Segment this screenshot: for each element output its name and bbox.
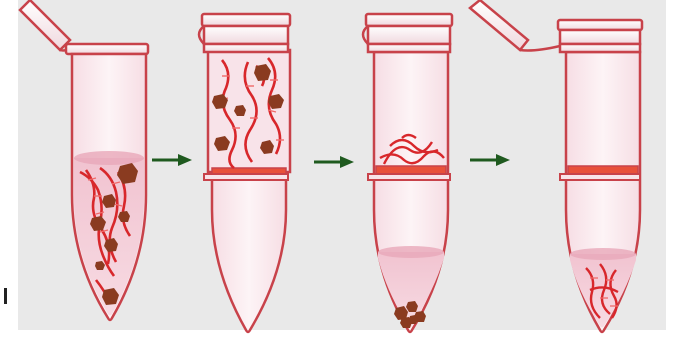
- column-cap-band: [368, 26, 450, 44]
- membrane: [376, 166, 446, 174]
- tube-rim: [66, 44, 148, 54]
- column-cap-band: [560, 30, 640, 44]
- membrane: [568, 166, 638, 174]
- column-collar: [204, 44, 288, 52]
- liquid-surface: [570, 248, 636, 260]
- column-collar: [560, 44, 640, 52]
- column-cap-top: [202, 14, 290, 26]
- left-mark: [4, 288, 7, 304]
- column-cap-band: [204, 26, 288, 44]
- column-rim: [204, 174, 288, 180]
- column-collar: [368, 44, 450, 52]
- column-cap-top: [558, 20, 642, 30]
- liquid-surface: [378, 246, 444, 258]
- bottom-edge: [0, 330, 676, 337]
- column-cap-top: [366, 14, 452, 26]
- left-edge: [0, 0, 18, 337]
- column-rim: [560, 174, 640, 180]
- liquid-surface: [74, 151, 144, 165]
- column-insert: [208, 50, 290, 172]
- column-rim: [368, 174, 450, 180]
